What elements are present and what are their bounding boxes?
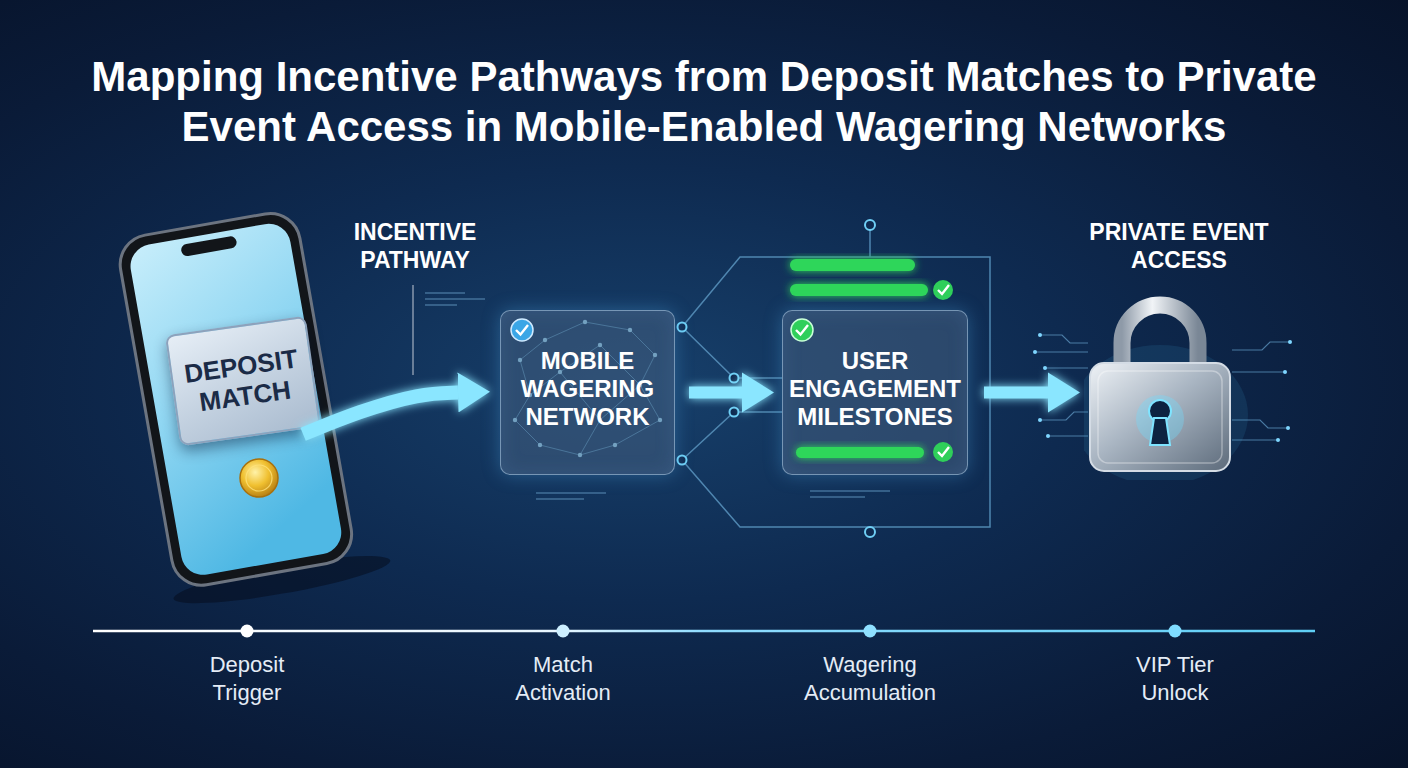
- circuit-dot: [1283, 370, 1287, 374]
- phone-screen: [127, 220, 345, 578]
- phone-body: [115, 209, 356, 590]
- diagram-title: Mapping Incentive Pathways from Deposit …: [59, 52, 1349, 152]
- timeline-label: Deposit Trigger: [177, 651, 317, 707]
- circuit-dot: [1043, 366, 1047, 370]
- joint-dot: [865, 220, 875, 230]
- check-mark: [938, 447, 949, 456]
- code-line: [425, 304, 457, 306]
- code-line: [536, 492, 606, 494]
- timeline-dot: [557, 625, 570, 638]
- keyhole-slot: [1150, 418, 1170, 445]
- lock-glow: [1084, 345, 1248, 480]
- node-text: DEPOSIT MATCH: [174, 342, 311, 420]
- check-badge: [933, 442, 953, 462]
- code-line: [425, 292, 465, 294]
- coin-icon: [240, 459, 278, 497]
- joint-dot: [730, 374, 739, 383]
- check-mark: [938, 285, 949, 294]
- lock-shackle: [1122, 305, 1198, 367]
- code-line: [810, 496, 865, 498]
- check-mark: [516, 325, 528, 335]
- branch-line: [869, 230, 871, 257]
- phone-notch: [180, 235, 237, 257]
- check-badge: [791, 319, 813, 341]
- circuit-dot: [1276, 438, 1280, 442]
- process-box: USER ENGAGEMENT MILESTONES: [782, 310, 968, 475]
- circuit-trace: [1232, 371, 1285, 372]
- leader-line: [412, 285, 414, 375]
- progress-bar: [790, 284, 928, 296]
- joint-dot: [678, 323, 687, 332]
- code-line: [536, 498, 584, 500]
- code-line: [425, 298, 485, 300]
- timeline-dot: [241, 625, 254, 638]
- branch-line: [682, 412, 782, 460]
- timeline-line: [93, 630, 1315, 633]
- code-line: [810, 490, 890, 492]
- process-box: MOBILE WAGERING NETWORK: [500, 310, 675, 475]
- circuit-dot: [1038, 333, 1042, 337]
- circuit-trace: [1040, 412, 1088, 420]
- deposit-card: DEPOSIT MATCH: [165, 316, 321, 447]
- timeline-label: Match Activation: [493, 651, 633, 707]
- node-text: MOBILE WAGERING NETWORK: [498, 347, 678, 431]
- check-badge: [511, 319, 533, 341]
- pathway-label: INCENTIVE PATHWAY: [348, 218, 483, 274]
- flow-arrow: [689, 387, 742, 399]
- flow-arrow: [984, 387, 1048, 399]
- frame-outline: [682, 257, 990, 527]
- timeline-label: VIP Tier Unlock: [1105, 651, 1245, 707]
- circuit-trace: [1040, 335, 1088, 343]
- progress-bar: [790, 259, 915, 271]
- timeline-dot: [1169, 625, 1182, 638]
- frame-lines: [682, 230, 990, 527]
- status-badges: [511, 319, 953, 462]
- coin-rim: [246, 465, 272, 491]
- circuit-dot: [1046, 434, 1050, 438]
- circuit-trace: [1045, 367, 1088, 368]
- node-text: PRIVATE EVENT ACCESS: [1084, 215, 1274, 274]
- check-badge: [933, 280, 953, 300]
- circuit-dot: [1033, 350, 1037, 354]
- progress-bars: [790, 259, 953, 300]
- node-text: USER ENGAGEMENT MILESTONES: [785, 347, 965, 431]
- progress-bar: [796, 447, 924, 458]
- joint-dot: [865, 527, 875, 537]
- timeline-label: Wagering Accumulation: [800, 651, 940, 707]
- flow-arrow: [303, 393, 458, 435]
- lock-node: PRIVATE EVENT ACCESS: [1084, 215, 1274, 480]
- lock-body: [1090, 363, 1230, 471]
- joint-dot: [678, 456, 687, 465]
- lock-bevel: [1098, 371, 1222, 463]
- circuit-dot: [1288, 340, 1292, 344]
- circuit-trace: [1048, 435, 1088, 436]
- circuit-dot: [1286, 426, 1290, 430]
- phone-shadow: [171, 547, 393, 613]
- timeline: [93, 625, 1315, 638]
- circuit-trace: [1035, 351, 1088, 352]
- timeline-dot: [864, 625, 877, 638]
- joint-dot: [730, 408, 739, 417]
- circuit-trace: [1232, 342, 1290, 350]
- circuit-dot: [1038, 418, 1042, 422]
- check-mark: [796, 325, 808, 335]
- branch-line: [682, 327, 782, 378]
- phone-illustration: [111, 203, 393, 612]
